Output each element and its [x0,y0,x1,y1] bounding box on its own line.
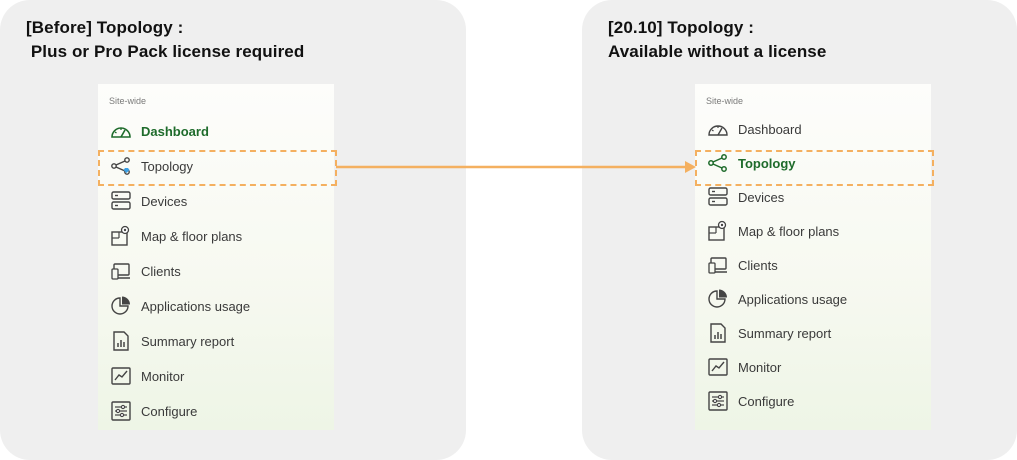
before-panel: [Before] Topology : Plus or Pro Pack lic… [0,0,466,460]
sidebar-item-label: Topology [141,158,194,174]
report-icon [110,330,132,352]
topology-icon [110,155,132,177]
sidebar-item-clients[interactable]: Clients [110,256,330,286]
sidebar-item-label: Topology [738,155,796,171]
server-icon [707,186,729,208]
sidebar-item-applications-usage[interactable]: Applications usage [707,284,927,314]
sidebar-item-label: Map & floor plans [738,223,840,239]
after-heading: [20.10] Topology : Available without a l… [608,16,826,64]
after-heading-line1: [20.10] Topology : [608,18,754,37]
sidebar-item-topology[interactable]: Topology [707,148,927,178]
sidebar-item-label: Clients [141,263,181,279]
gauge-icon [707,118,729,140]
sidebar-item-map[interactable]: Map & floor plans [707,216,927,246]
sidebar-item-clients[interactable]: Clients [707,250,927,280]
before-heading-line1: [Before] Topology : [26,18,184,37]
sidebar-item-dashboard[interactable]: Dashboard [707,114,927,144]
map-pin-icon [110,225,132,247]
sidebar-item-configure[interactable]: Configure [110,396,330,426]
gauge-icon [110,120,132,142]
map-pin-icon [707,220,729,242]
sidebar-item-label: Applications usage [141,298,251,314]
sidebar-item-label: Summary report [738,325,832,341]
sidebar-item-dashboard[interactable]: Dashboard [110,116,330,146]
report-icon [707,322,729,344]
topology-icon [707,152,729,174]
sidebar-item-label: Configure [738,393,795,409]
monitor-icon [707,356,729,378]
sidebar-item-map[interactable]: Map & floor plans [110,221,330,251]
server-icon [110,190,132,212]
monitor-icon [110,365,132,387]
section-label: Site-wide [109,96,147,106]
clients-icon [110,260,132,282]
sidebar-item-label: Dashboard [141,123,209,139]
sidebar-item-label: Devices [141,193,188,209]
before-heading-line2: Plus or Pro Pack license required [26,42,305,61]
sidebar-item-label: Dashboard [738,121,802,137]
sidebar-item-label: Clients [738,257,778,273]
sidebar-item-topology[interactable]: Topology [110,151,330,181]
sliders-icon [707,390,729,412]
sidebar-item-devices[interactable]: Devices [707,182,927,212]
before-heading: [Before] Topology : Plus or Pro Pack lic… [26,16,304,64]
after-sidebar-menu: Site-wide Dashboard Topology Devices Map… [695,84,931,430]
sliders-icon [110,400,132,422]
sidebar-item-label: Applications usage [738,291,848,307]
pie-chart-icon [110,295,132,317]
sidebar-item-label: Monitor [738,359,782,375]
sidebar-item-label: Monitor [141,368,185,384]
sidebar-item-label: Devices [738,189,785,205]
comparison-arrow [336,161,696,173]
sidebar-item-monitor[interactable]: Monitor [110,361,330,391]
sidebar-item-devices[interactable]: Devices [110,186,330,216]
sidebar-item-summary-report[interactable]: Summary report [707,318,927,348]
sidebar-item-summary-report[interactable]: Summary report [110,326,330,356]
after-heading-line2: Available without a license [608,42,827,61]
sidebar-item-configure[interactable]: Configure [707,386,927,416]
sidebar-item-label: Summary report [141,333,235,349]
clients-icon [707,254,729,276]
after-panel: [20.10] Topology : Available without a l… [582,0,1017,460]
section-label: Site-wide [706,96,744,106]
sidebar-item-monitor[interactable]: Monitor [707,352,927,382]
before-sidebar-menu: Site-wide Dashboard Topology Devices Map… [98,84,334,430]
sidebar-item-label: Configure [141,403,198,419]
sidebar-item-applications-usage[interactable]: Applications usage [110,291,330,321]
sidebar-item-label: Map & floor plans [141,228,243,244]
pie-chart-icon [707,288,729,310]
